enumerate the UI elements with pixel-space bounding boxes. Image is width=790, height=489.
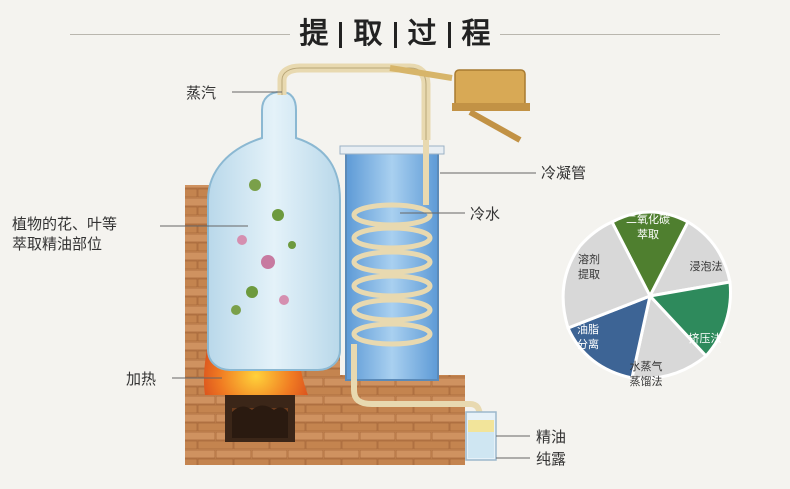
method-steam-distillation-line2: 蒸馏法 — [629, 375, 663, 388]
method-co2-line2: 萃取 — [637, 228, 659, 241]
label-plant-material-line1: 植物的花、叶等 — [12, 215, 118, 233]
method-maceration-line1: 浸泡法 — [689, 260, 723, 273]
method-petal — [610, 210, 690, 298]
label-essential-oil: 精油 — [536, 428, 567, 446]
label-hydrosol: 纯露 — [536, 450, 567, 468]
method-steam-distillation-line1: 水蒸气 — [629, 360, 663, 373]
method-petal — [648, 220, 732, 298]
title-left-rule — [70, 34, 290, 35]
label-plant-material: 植物的花、叶等 萃取精油部位 — [12, 214, 117, 254]
method-solvent-line2: 提取 — [578, 268, 600, 281]
collection-flask — [465, 411, 497, 461]
method-petal — [566, 294, 652, 380]
method-enfleurage-line2: 分离 — [577, 338, 599, 351]
title-row: 提取过程 — [0, 0, 790, 60]
glass-still — [207, 91, 341, 371]
method-steam-distillation-label: 水蒸气 蒸馏法 — [611, 359, 681, 389]
title-separator — [339, 22, 343, 48]
method-petal — [648, 280, 732, 358]
method-petal — [630, 294, 708, 380]
title-char: 取 — [353, 16, 383, 50]
title-char: 提 — [299, 16, 329, 50]
method-solvent-line1: 溶剂 — [578, 253, 600, 266]
label-condenser: 冷凝管 — [541, 164, 587, 182]
method-solvent-label: 溶剂 提取 — [554, 252, 624, 282]
leader-lines — [160, 91, 536, 459]
method-expression-line1: 挤压法 — [688, 332, 722, 345]
title-char: 程 — [461, 16, 491, 50]
method-co2-line1: 二氧化碳 — [626, 213, 670, 226]
method-co2-label: 二氧化碳 萃取 — [613, 212, 683, 242]
condenser — [339, 140, 483, 419]
method-maceration-label: 浸泡法 — [671, 259, 741, 274]
page-title: 提取过程 — [0, 10, 790, 52]
label-cold-water: 冷水 — [470, 205, 501, 223]
title-separator — [393, 22, 397, 48]
label-plant-material-line2: 萃取精油部位 — [12, 235, 103, 253]
methods-ring — [561, 210, 732, 380]
method-petal — [561, 220, 652, 330]
thermometer-device — [452, 69, 530, 143]
method-enfleurage-line1: 油脂 — [577, 323, 599, 336]
title-right-rule — [500, 34, 720, 35]
method-enfleurage-label: 油脂 分离 — [553, 322, 623, 352]
label-steam: 蒸汽 — [186, 84, 217, 102]
method-expression-label: 挤压法 — [670, 331, 740, 346]
steam-pipe — [277, 63, 453, 140]
label-heating: 加热 — [126, 370, 157, 388]
title-separator — [447, 22, 451, 48]
condenser-coil — [351, 202, 433, 347]
title-char: 过 — [407, 16, 437, 50]
